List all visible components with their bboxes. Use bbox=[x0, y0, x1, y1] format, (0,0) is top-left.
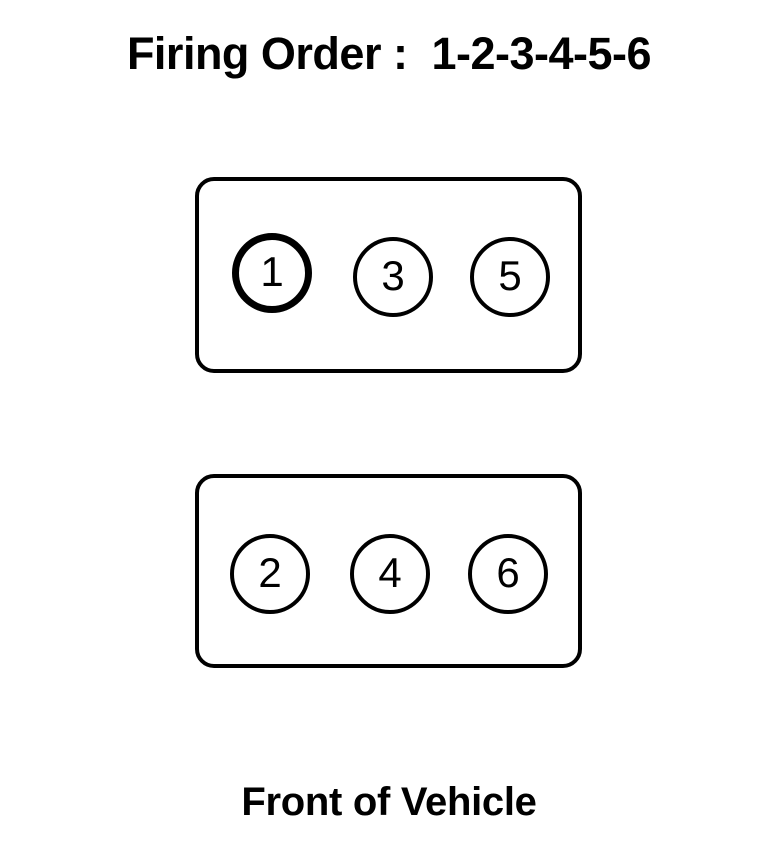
cylinder-2[interactable]: 2 bbox=[230, 534, 310, 614]
cylinder-4[interactable]: 4 bbox=[350, 534, 430, 614]
cylinder-6-number: 6 bbox=[496, 549, 520, 596]
page-title: Firing Order : 1-2-3-4-5-6 bbox=[126, 28, 652, 79]
cylinder-2-number: 2 bbox=[258, 549, 282, 596]
cylinder-5[interactable]: 5 bbox=[470, 237, 550, 317]
cylinder-3[interactable]: 3 bbox=[353, 237, 433, 317]
engine-bank-bottom: 2 4 6 bbox=[195, 474, 582, 668]
engine-bank-top: 1 3 5 bbox=[195, 177, 582, 373]
cylinder-1[interactable]: 1 bbox=[232, 233, 312, 313]
cylinder-3-number: 3 bbox=[381, 252, 405, 299]
cylinder-6[interactable]: 6 bbox=[468, 534, 548, 614]
front-of-vehicle-label: Front of Vehicle bbox=[241, 780, 537, 824]
cylinder-5-number: 5 bbox=[498, 252, 522, 299]
cylinder-4-number: 4 bbox=[378, 549, 402, 596]
cylinder-1-number: 1 bbox=[260, 248, 284, 295]
